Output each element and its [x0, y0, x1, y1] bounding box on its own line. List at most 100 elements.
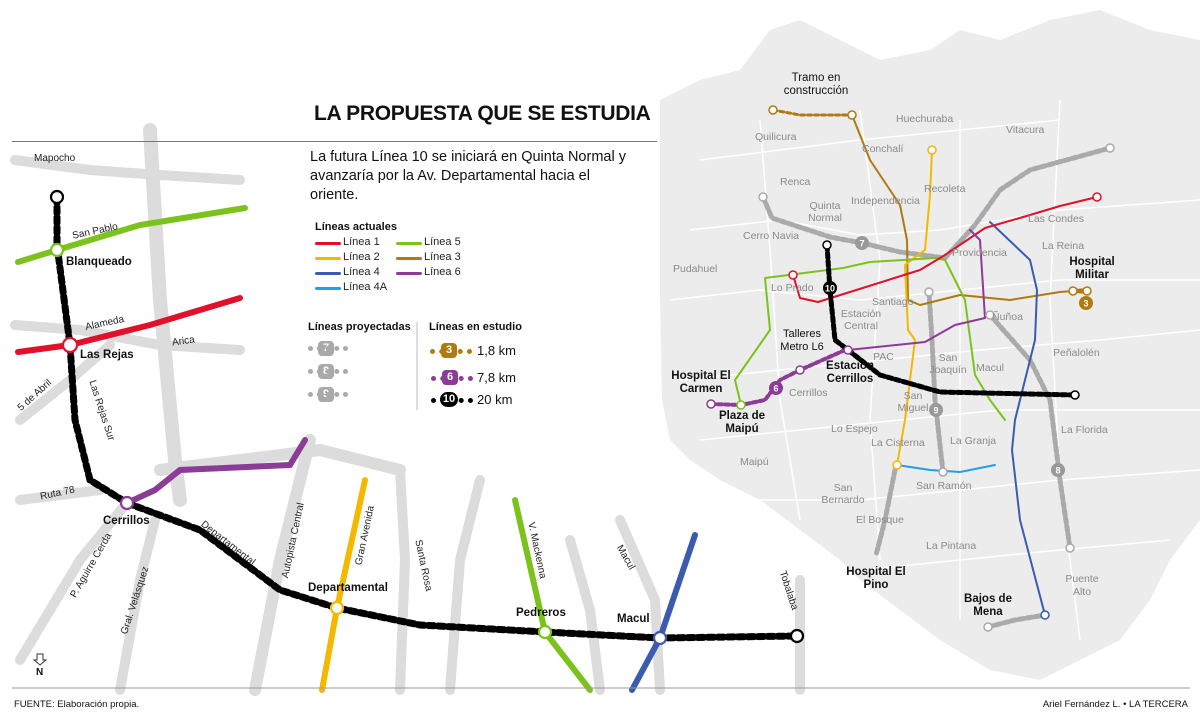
- left-map-streets: [10, 123, 805, 696]
- projected-dots: [308, 346, 348, 351]
- legend-linea-4a: Línea 4A: [343, 281, 388, 293]
- line2-ext-map: [873, 467, 898, 558]
- projected-dots: [308, 369, 348, 374]
- commune-label: Estación Central: [840, 308, 882, 332]
- commune-label: El Bosque: [856, 514, 904, 526]
- line2-map: [896, 149, 933, 466]
- commune-label: Quinta Normal: [808, 200, 842, 224]
- commune-label: Ñuñoa: [992, 311, 1023, 323]
- commune-label: Macul: [976, 362, 1005, 374]
- commune-label: Independencia: [851, 195, 920, 207]
- badge-study-3: 3: [441, 343, 457, 358]
- legend-linea-4: Línea 4: [343, 266, 380, 278]
- legend-linea-3: Línea 3: [424, 251, 461, 263]
- svg-text:10: 10: [825, 284, 835, 294]
- commune-label: PAC: [873, 351, 894, 363]
- station-blanqueado: Blanqueado: [66, 256, 132, 268]
- line9-map: [926, 289, 946, 475]
- commune-label: Las Condes: [1028, 213, 1085, 225]
- commune-label: Vitacura: [1006, 124, 1045, 136]
- line3-map: [851, 114, 1074, 306]
- line-number-markers: 7 8 9 10 6 3: [769, 236, 1093, 477]
- swatch-linea-1: [315, 242, 341, 245]
- street-label: Mapocho: [34, 153, 76, 164]
- line4-ext-map: [985, 612, 1048, 630]
- swatch-linea-6: [396, 272, 422, 275]
- landmark-talleres-metro-l6: Talleres Metro L6: [780, 328, 824, 353]
- title-rule: [12, 141, 657, 142]
- commune-label: Providencia: [952, 247, 1007, 259]
- commune-label: La Cisterna: [871, 437, 925, 449]
- svg-text:7: 7: [859, 239, 864, 249]
- commune-label: Puente Alto: [1065, 573, 1099, 598]
- footer-source: FUENTE: Elaboración propia.: [14, 699, 140, 710]
- north-arrow-icon: [32, 653, 48, 666]
- commune-label: Lo Prado: [771, 282, 814, 294]
- legend-linea-5: Línea 5: [424, 236, 461, 248]
- right-map-stations: [706, 105, 1115, 632]
- study-6-length: 7,8 km: [477, 370, 517, 385]
- study-3-length: 1,8 km: [477, 343, 517, 358]
- legend-linea-1: Línea 1: [343, 236, 380, 248]
- line6-map: [847, 229, 986, 351]
- line8-map: [987, 312, 1073, 551]
- legend-study-heading: Líneas en estudio: [429, 321, 522, 333]
- commune-label: Huechuraba: [896, 113, 954, 125]
- legend-linea-2: Línea 2: [343, 251, 380, 263]
- swatch-linea-4: [315, 272, 341, 275]
- commune-label: San Bernardo: [821, 482, 865, 506]
- commune-label: La Florida: [1061, 424, 1108, 436]
- station-cerrillos: Cerrillos: [103, 515, 150, 527]
- commune-label: La Granja: [950, 435, 997, 447]
- line1-map: [792, 196, 1098, 303]
- landmark-bajos-de-mena: Bajos de Mena: [964, 593, 1012, 618]
- commune-label: Santiago: [872, 296, 914, 308]
- badge-study-10: 10: [440, 392, 458, 407]
- study-10-length: 20 km: [477, 392, 513, 407]
- commune-label: San Miguel: [897, 390, 929, 414]
- badge-study-6: 6: [442, 370, 458, 385]
- station-departamental: Departamental: [308, 582, 388, 594]
- landmark-plaza-de-maipu: Plaza de Maipú: [718, 410, 766, 435]
- commune-label: Renca: [780, 176, 811, 188]
- intro-text: La futura Línea 10 se iniciará en Quinta…: [310, 149, 626, 203]
- commune-label: La Reina: [1042, 240, 1085, 252]
- swatch-linea-5: [396, 242, 422, 245]
- commune-label: San Joaquín: [929, 352, 967, 376]
- commune-label: San Ramón: [916, 480, 972, 492]
- commune-borders: [669, 99, 1200, 641]
- commune-label: Cerro Navia: [743, 230, 800, 242]
- left-map-stations: [49, 189, 805, 646]
- legend-current-heading: Líneas actuales: [315, 221, 397, 233]
- line4-map: [989, 221, 1046, 616]
- commune-label: Peñalolén: [1053, 347, 1100, 359]
- commune-label: Cerrillos: [789, 387, 828, 399]
- swatch-linea-3: [396, 257, 422, 260]
- line5-map: [734, 257, 1006, 421]
- line3-construction: [771, 108, 854, 117]
- svg-text:8: 8: [1055, 466, 1060, 476]
- north-label: N: [36, 667, 44, 678]
- svg-text:9: 9: [933, 406, 938, 416]
- page-title: LA PROPUESTA QUE SE ESTUDIA: [314, 102, 651, 125]
- line1-left: [15, 295, 243, 355]
- commune-label: Quilicura: [755, 131, 797, 143]
- station-macul: Macul: [617, 613, 650, 625]
- footer-credit: Ariel Fernández L. • LA TERCERA: [1042, 699, 1188, 710]
- station-pedreros: Pedreros: [516, 607, 566, 619]
- commune-label: Recoleta: [924, 183, 966, 195]
- projected-dots: [308, 392, 348, 397]
- swatch-linea-2: [315, 257, 341, 260]
- svg-text:3: 3: [1083, 299, 1088, 309]
- landmark-tramo-construccion: Tramo en construcción: [783, 72, 849, 97]
- commune-label: Maipú: [740, 456, 769, 468]
- landmark-hospital-el-pino: Hospital El Pino: [846, 566, 906, 591]
- legend-linea-6: Línea 6: [424, 266, 461, 278]
- commune-label: Pudahuel: [673, 263, 718, 275]
- commune-label: La Pintana: [926, 540, 977, 552]
- swatch-linea-4a: [315, 287, 341, 290]
- landmark-hospital-el-carmen: Hospital El Carmen: [671, 370, 731, 395]
- landmark-estacion-cerrillos: Estación Cerrillos: [826, 360, 874, 385]
- commune-label: Lo Espejo: [831, 423, 878, 435]
